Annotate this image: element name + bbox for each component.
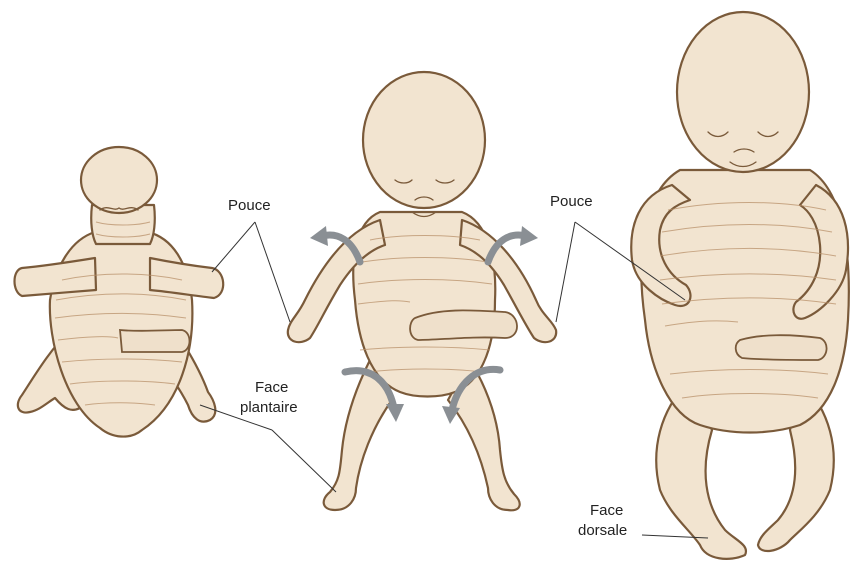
right-fetus-head: [677, 12, 809, 172]
left-embryo-umbilical-cord: [120, 330, 190, 352]
label-face-dorsale-line1: Face: [590, 502, 623, 519]
embryo-early-stage: [15, 147, 224, 437]
left-embryo-left-arm: [15, 258, 97, 296]
leader-pouce-middle-embryo: [255, 222, 290, 322]
left-embryo-head: [81, 147, 157, 213]
right-fetus-umbilical-cord: [736, 335, 827, 360]
label-pouce-left: Pouce: [228, 197, 271, 214]
middle-embryo-umbilical-cord: [410, 310, 517, 340]
left-embryo-right-arm: [150, 258, 223, 298]
leader-pouce-left-embryo: [212, 222, 255, 272]
label-face-plantaire-line1: Face: [255, 379, 288, 396]
middle-embryo-head: [363, 72, 485, 208]
embryo-middle-stage: [288, 72, 556, 510]
leader-plantaire-middle-embryo: [272, 430, 336, 492]
label-pouce-right: Pouce: [550, 193, 593, 210]
label-face-plantaire-line2: plantaire: [240, 399, 298, 416]
leader-pouce-middle-right: [556, 222, 575, 322]
label-face-dorsale-line2: dorsale: [578, 522, 627, 539]
